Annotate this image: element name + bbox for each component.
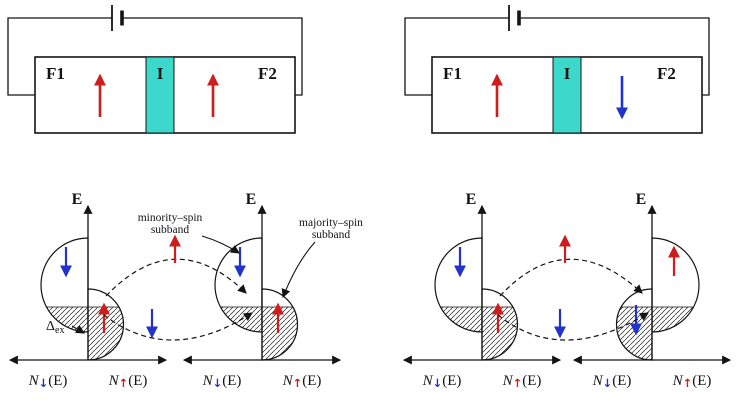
dos-diagram-f2-antiparallel: E N↓(E) N↑(E) xyxy=(572,191,732,390)
circuit-parallel: F1 I F2 xyxy=(7,5,303,134)
insulator-barrier xyxy=(552,56,582,134)
energy-axis-label: E xyxy=(246,191,257,208)
dos-label-spin-up: N↑(E) xyxy=(672,373,712,390)
barrier-label: I xyxy=(564,64,571,83)
pointer-arrow xyxy=(201,235,240,254)
dos-diagram-f1-parallel: E N↓(E) N↑(E) xyxy=(8,191,168,390)
tunneling-path-spin-down xyxy=(103,312,253,341)
dos-label-spin-down: N↓(E) xyxy=(422,373,462,390)
tunneling-paths-antiparallel xyxy=(497,234,649,341)
battery-icon xyxy=(111,5,124,31)
dos-label-spin-down: N↓(E) xyxy=(202,373,242,390)
dos-label-spin-up: N↑(E) xyxy=(282,373,322,390)
filled-states-majority xyxy=(87,306,124,361)
pointer-arrow xyxy=(71,325,85,334)
dos-diagram-f1-antiparallel: E N↓(E) N↑(E) xyxy=(402,191,562,390)
annotation-majority-subband: majority–spin subband xyxy=(281,217,363,299)
barrier-label: I xyxy=(157,64,164,83)
energy-axis-label: E xyxy=(636,191,647,208)
dos-diagram-f2-parallel: E N↓(E) N↑(E) xyxy=(182,191,342,390)
electrode-f2-label: F2 xyxy=(258,64,277,83)
electrode-f1-label: F1 xyxy=(46,64,65,83)
majority-subband-label-line1: majority–spin xyxy=(299,217,363,229)
wire-right xyxy=(519,17,710,96)
dos-label-spin-down: N↓(E) xyxy=(28,373,68,390)
electrode-f2-label: F2 xyxy=(657,64,676,83)
filled-states-minority xyxy=(651,306,695,333)
wire-left xyxy=(404,17,509,96)
tunneling-path-spin-down xyxy=(497,312,649,341)
annotation-exchange-splitting: Δex xyxy=(46,319,85,336)
exchange-splitting-label: Δex xyxy=(46,319,64,336)
wire-left xyxy=(7,17,112,96)
minority-subband-label-line1: minority–spin xyxy=(138,212,203,224)
tunneling-paths-parallel xyxy=(103,234,253,341)
filled-states-majority xyxy=(261,306,298,361)
dos-label-spin-down: N↓(E) xyxy=(592,373,632,390)
dos-label-spin-up: N↑(E) xyxy=(108,373,148,390)
filled-states-majority xyxy=(616,306,653,361)
energy-axis-label: E xyxy=(72,191,83,208)
electrode-f1-label: F1 xyxy=(443,64,462,83)
pointer-arrow xyxy=(281,241,316,299)
annotation-minority-subband: minority–spin subband xyxy=(138,212,240,254)
circuit-antiparallel: F1 I F2 xyxy=(404,5,710,134)
battery-icon xyxy=(508,5,521,31)
wire-right xyxy=(122,17,303,96)
majority-subband-label-line2: subband xyxy=(312,229,351,241)
filled-states-majority xyxy=(481,306,518,361)
filled-states-minority xyxy=(439,306,483,333)
insulator-barrier xyxy=(145,56,175,134)
energy-axis-label: E xyxy=(466,191,477,208)
dos-label-spin-up: N↑(E) xyxy=(502,373,542,390)
tunneling-path-spin-up xyxy=(499,258,643,297)
minority-subband-label-line2: subband xyxy=(151,224,190,236)
